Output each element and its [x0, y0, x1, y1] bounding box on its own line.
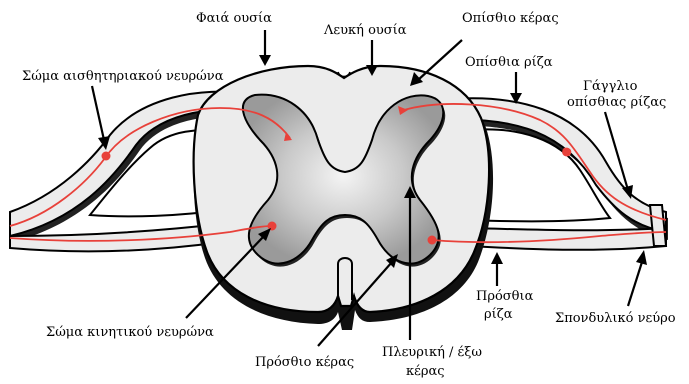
gray-matter-arrowhead	[259, 55, 271, 66]
label-motor-neuron-body: Σώμα κινητικού νευρώνα	[46, 325, 214, 340]
label-ventral-root-line2: ρίζα	[484, 307, 513, 322]
label-sensory-neuron-body: Σώμα αισθητηριακού νευρώνα	[22, 69, 224, 84]
label-lateral-horn-line1: Πλευρική / έξω	[382, 345, 482, 360]
left-sensory-neuron-body	[102, 152, 111, 161]
label-dorsal-root: Οπίσθια ρίζα	[465, 55, 553, 70]
dorsal-horn-pointer	[418, 40, 462, 80]
ventral-root-arrowhead	[491, 252, 503, 264]
label-spinal-nerve: Σπονδυλικό νεύρο	[555, 311, 676, 326]
spinal-nerve-pointer	[628, 262, 642, 306]
label-gray-matter: Φαιά ουσία	[196, 11, 272, 26]
spinal-nerve-end	[650, 205, 666, 246]
sensory-body-pointer	[92, 86, 104, 140]
label-ventral-horn: Πρόσθιο κέρας	[255, 355, 354, 370]
label-lateral-horn-line2: κέρας	[406, 364, 445, 379]
right-motor-neuron-body	[428, 236, 437, 245]
label-ganglion-line2: οπίσθιας ρίζας	[567, 95, 666, 110]
right-ganglion-body	[562, 148, 571, 157]
label-ganglion-line1: Γάγγλιο	[583, 79, 638, 94]
label-ventral-root-line1: Πρόσθια	[476, 289, 534, 304]
posterior-median-sulcus	[338, 72, 350, 77]
label-white-matter: Λευκή ουσία	[323, 23, 407, 38]
spinal-nerve-arrowhead	[636, 250, 647, 265]
label-dorsal-horn: Οπίσθιο κέρας	[462, 11, 559, 26]
